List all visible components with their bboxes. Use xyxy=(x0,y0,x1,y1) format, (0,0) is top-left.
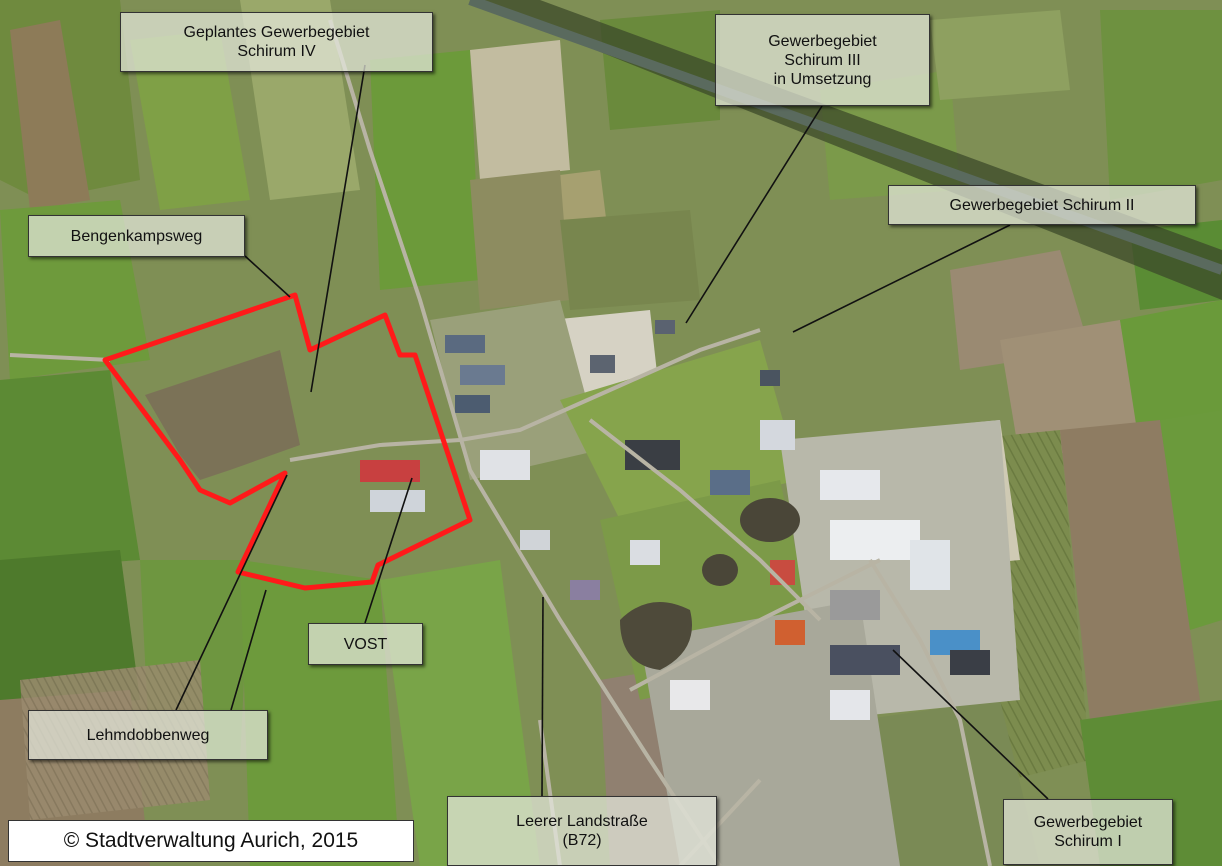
label-schirum-iv: Geplantes Gewerbegebiet Schirum IV xyxy=(120,12,433,72)
planned-area-brown-field xyxy=(145,350,300,480)
label-leerer-landstrasse: Leerer Landstraße (B72) xyxy=(447,796,717,866)
planned-area-outline xyxy=(102,292,473,591)
label-schirum-iii: Gewerbegebiet Schirum III in Umsetzung xyxy=(715,14,930,106)
label-lehmdobbenweg: Lehmdobbenweg xyxy=(28,710,268,760)
ponds xyxy=(620,498,800,670)
leader-lines xyxy=(175,64,1049,800)
copyright-notice: © Stadtverwaltung Aurich, 2015 xyxy=(8,820,414,862)
label-bengenkampsweg: Bengenkampsweg xyxy=(28,215,245,257)
label-schirum-i: Gewerbegebiet Schirum I xyxy=(1003,799,1173,865)
label-vost: VOST xyxy=(308,623,423,665)
label-schirum-ii: Gewerbegebiet Schirum II xyxy=(888,185,1196,225)
canal xyxy=(468,0,1222,300)
